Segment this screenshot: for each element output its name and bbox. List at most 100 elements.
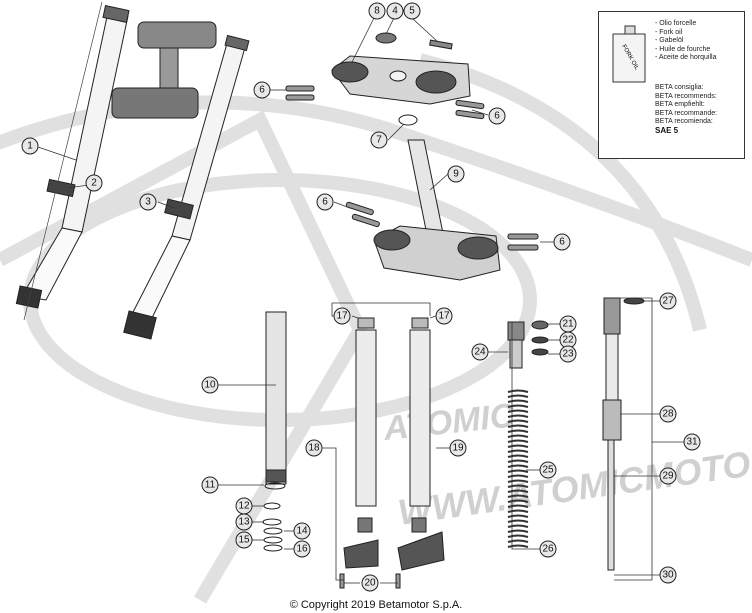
- spring-coil: [507, 544, 529, 548]
- fork-leg-left-assembly: [15, 1, 130, 321]
- spring-coil: [507, 439, 529, 443]
- callout-13: 13: [235, 513, 253, 531]
- svg-text:4: 4: [392, 6, 398, 17]
- callout-6d: 6: [553, 233, 571, 251]
- svg-text:13: 13: [238, 517, 250, 528]
- spring-coil: [507, 514, 529, 518]
- svg-text:8: 8: [374, 6, 380, 17]
- spring-coil: [507, 419, 529, 423]
- upper-triple-clamp: [331, 32, 471, 105]
- recommend-de: BETA empfiehlt:: [655, 101, 705, 108]
- svg-text:9: 9: [453, 169, 459, 180]
- spring-coil: [507, 519, 529, 523]
- svg-text:3: 3: [145, 197, 151, 208]
- oil-grade: SAE 5: [655, 126, 679, 135]
- svg-text:14: 14: [296, 526, 308, 537]
- spring-coil: [507, 524, 529, 528]
- spring-coil: [507, 464, 529, 468]
- callout-5: 5: [403, 2, 421, 20]
- recommend-es: BETA recomienda:: [655, 118, 713, 125]
- spring-coil: [507, 484, 529, 488]
- spring-coil: [507, 504, 529, 508]
- svg-text:18: 18: [308, 443, 320, 454]
- svg-text:21: 21: [562, 319, 574, 330]
- leader-lines: [37, 17, 684, 584]
- callout-26: 26: [539, 540, 557, 558]
- callout-19: 19: [449, 439, 467, 457]
- spring-coil: [507, 469, 529, 473]
- svg-text:19: 19: [452, 443, 464, 454]
- svg-text:6: 6: [494, 111, 500, 122]
- callout-10: 10: [201, 376, 219, 394]
- spring-coil: [507, 424, 529, 428]
- spring-coil: [507, 444, 529, 448]
- spring-coil: [507, 409, 529, 413]
- spring-coil: [507, 509, 529, 513]
- callout-2: 2: [85, 174, 103, 192]
- recommend-list: BETA consiglia: BETA recommends: BETA em…: [655, 84, 717, 127]
- callout-9: 9: [447, 165, 465, 183]
- fork-leg-right-assembly: [123, 34, 250, 340]
- inner-tube-left: [343, 317, 379, 569]
- callout-25: 25: [539, 461, 557, 479]
- spring-coil: [507, 454, 529, 458]
- svg-text:15: 15: [238, 535, 250, 546]
- svg-text:5: 5: [409, 6, 415, 17]
- svg-text:20: 20: [364, 578, 376, 589]
- callout-6b: 6: [488, 107, 506, 125]
- triple-clamp-small: [111, 21, 217, 119]
- svg-text:30: 30: [662, 570, 674, 581]
- spring-coil: [507, 529, 529, 533]
- callout-14: 14: [293, 522, 311, 540]
- oil-name-list: - Olio forcelle - Fork oil - Gabelöl - H…: [655, 20, 716, 63]
- stem-o-ring: [398, 114, 418, 126]
- callout-18: 18: [305, 439, 323, 457]
- fork-spring: [507, 389, 529, 548]
- recommend-fr: BETA recommande:: [655, 109, 718, 117]
- svg-text:2: 2: [91, 178, 97, 189]
- spring-coil: [507, 489, 529, 493]
- callout-24: 24: [471, 343, 489, 361]
- fork-oil-info-box: FORK OIL - Olio forcelle - Fork oil - Ga…: [598, 11, 745, 159]
- spring-coil: [507, 394, 529, 398]
- oil-name-de: - Gabelöl: [655, 37, 684, 44]
- callout-12: 12: [235, 497, 253, 515]
- oil-name-it: - Olio forcelle: [655, 20, 697, 27]
- spring-coil: [507, 499, 529, 503]
- svg-text:26: 26: [542, 544, 554, 555]
- watermark-text: ATOMIC WWW.ATOMICMOTO.: [381, 396, 752, 532]
- svg-text:16: 16: [296, 544, 308, 555]
- svg-text:6: 6: [259, 85, 265, 96]
- svg-text:22: 22: [562, 335, 574, 346]
- fork-valve: [507, 320, 549, 369]
- spring-coil: [507, 459, 529, 463]
- recommend-en: BETA recommends:: [655, 92, 717, 100]
- oil-name-fr: - Huile de fourche: [655, 45, 711, 53]
- svg-text:11: 11: [205, 480, 216, 491]
- lower-triple-clamp: [373, 139, 501, 281]
- callout-15: 15: [235, 531, 253, 549]
- oil-name-es: - Aceite de horquilla: [655, 54, 717, 61]
- callout-4: 4: [386, 2, 404, 20]
- spring-coil: [507, 449, 529, 453]
- svg-text:12: 12: [238, 501, 250, 512]
- seal-stack: [262, 482, 286, 552]
- callout-30: 30: [659, 566, 677, 584]
- callout-6a: 6: [253, 81, 271, 99]
- callouts: 1 2 3 4 5 6 7 8 9 6 6 6 10 11 12 13 14 1…: [21, 2, 701, 592]
- svg-text:6: 6: [322, 197, 328, 208]
- svg-text:23: 23: [562, 349, 574, 360]
- spring-coil: [507, 474, 529, 478]
- svg-text:29: 29: [662, 471, 674, 482]
- inner-tube-right: [397, 317, 445, 571]
- callout-31: 31: [683, 433, 701, 451]
- fork-cartridge: [602, 297, 645, 571]
- outer-tube: [265, 311, 287, 485]
- svg-text:6: 6: [559, 237, 565, 248]
- copyright-notice: © Copyright 2019 Betamotor S.p.A.: [289, 599, 463, 611]
- spring-coil: [507, 414, 529, 418]
- spring-coil: [507, 429, 529, 433]
- callout-17b: 17: [435, 307, 453, 325]
- spring-coil: [507, 494, 529, 498]
